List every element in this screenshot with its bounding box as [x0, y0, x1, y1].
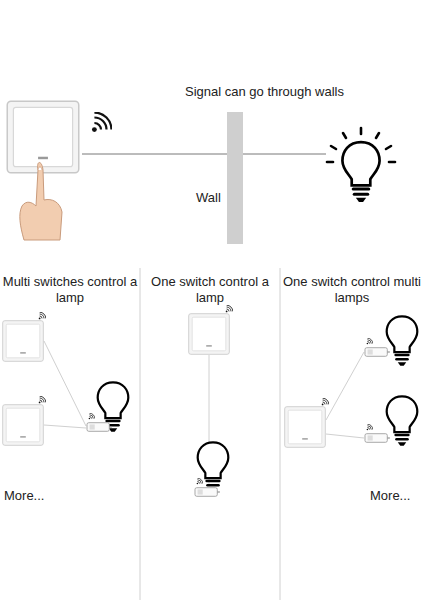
section-heading: One switch control multi lamps	[283, 274, 421, 306]
wall-label: Wall	[196, 190, 221, 206]
section-heading: Multi switches control a lamp	[2, 274, 138, 306]
section-heading: One switch control a lamp	[144, 274, 276, 306]
more-label: More...	[4, 488, 44, 504]
more-label: More...	[370, 488, 410, 504]
caption-text: Signal can go through walls	[185, 84, 344, 100]
